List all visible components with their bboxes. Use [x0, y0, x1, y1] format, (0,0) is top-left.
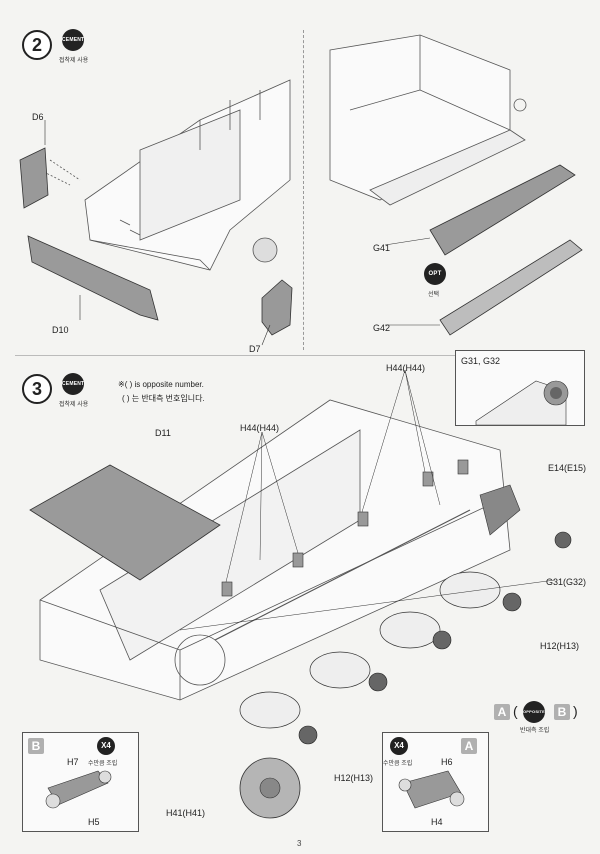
step-2-suspension-rail-drawing [329, 34, 583, 336]
step-2-cement-caption: 접착제 사용 [59, 58, 89, 64]
part-d10-shape [27, 235, 159, 321]
step-3-number: 3 [22, 374, 52, 404]
part-label-d7: D7 [249, 344, 261, 354]
step-divider-horizontal [15, 355, 585, 356]
subassembly-a-drawing [398, 770, 465, 809]
part-label-g41: G41 [373, 243, 391, 253]
part-label-h44-left: H44(H44) [240, 423, 280, 433]
part-label-h4: H4 [431, 817, 443, 827]
step-divider-vertical [303, 30, 304, 350]
subassembly-a-letter: A [461, 738, 477, 754]
part-label-e14: E14(E15) [548, 463, 587, 473]
part-label-h12-bottom: H12(H13) [334, 773, 374, 783]
part-label-g31-g32: G31, G32 [461, 356, 501, 366]
part-label-h6: H6 [441, 757, 453, 767]
part-d11-shape [29, 464, 221, 581]
subassembly-b-qty-caption: 수만큼 조립 [88, 761, 118, 767]
subassembly-a-qty-icon: X4 [390, 737, 408, 755]
part-label-g42: G42 [373, 323, 391, 333]
opposite-icon: OPPOSITE [523, 701, 545, 723]
part-g42-shape [439, 239, 583, 336]
opposite-paren-open: ( [513, 703, 518, 719]
subassembly-b-qty-icon: X4 [97, 737, 115, 755]
part-d7-shape [261, 279, 293, 336]
g31-detail-inset [455, 350, 585, 426]
step-2-opt-caption: 선택 [428, 292, 440, 298]
step-3-hull-assembly-drawing [29, 370, 572, 819]
part-g41-shape [429, 164, 576, 256]
g31-detail-drawing [475, 380, 569, 425]
step-3-cement-caption: 접착제 사용 [59, 402, 89, 408]
part-label-d6: D6 [32, 112, 44, 122]
page-number: 3 [297, 839, 302, 848]
opposite-caption: 반대측 조립 [520, 728, 550, 734]
step-3-cement-icon: CEMENT [62, 373, 84, 395]
part-label-g31: G31(G32) [546, 577, 587, 587]
part-label-h7: H7 [67, 757, 79, 767]
opposite-b-marker: B [554, 704, 570, 720]
part-label-h12-right: H12(H13) [540, 641, 580, 651]
part-label-d10: D10 [52, 325, 69, 335]
subassembly-b-letter: B [28, 738, 44, 754]
step-2-number: 2 [22, 30, 52, 60]
part-d6-shape [19, 147, 49, 209]
step-2-cement-icon: CEMENT [62, 29, 84, 51]
step-3-note-english: ※( ) is opposite number. [118, 380, 204, 389]
part-label-h44-top: H44(H44) [386, 363, 426, 373]
subassembly-b-drawing [45, 770, 112, 809]
part-label-h41: H41(H41) [166, 808, 206, 818]
opposite-a-marker: A [494, 704, 510, 720]
step-2-hull-rear-drawing [19, 79, 293, 346]
step-3-note-korean: ( ) 는 반대측 번호입니다. [122, 394, 205, 403]
step-2-opt-icon: OPT [424, 263, 446, 285]
opposite-paren-close: ) [573, 703, 578, 719]
part-label-d11: D11 [155, 428, 171, 438]
part-label-h5: H5 [88, 817, 100, 827]
subassembly-a-qty-caption: 수만큼 조립 [383, 761, 413, 767]
subassembly-b-box [22, 732, 139, 832]
